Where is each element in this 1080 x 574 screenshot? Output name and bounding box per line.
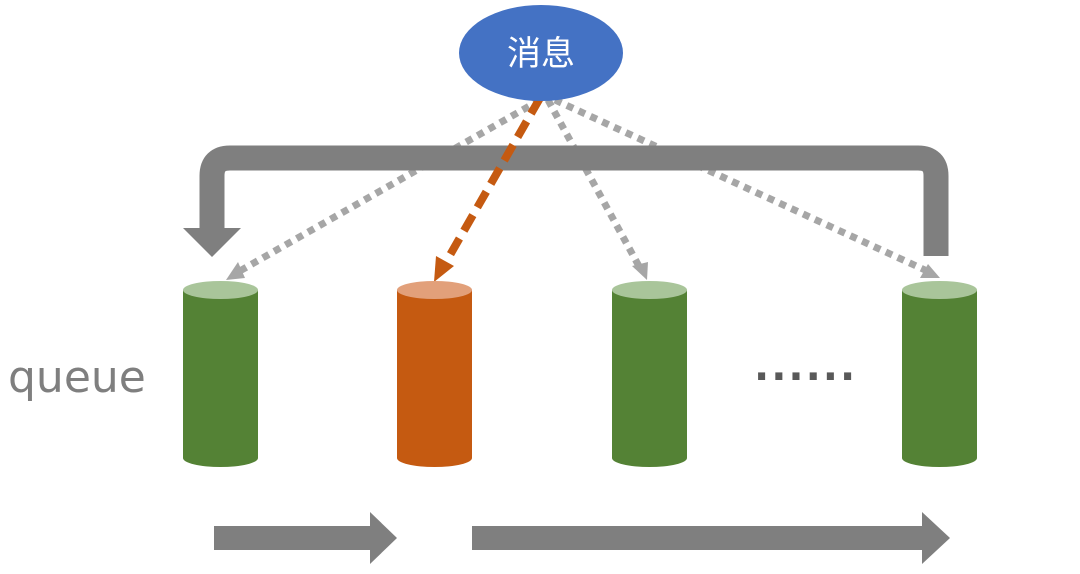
queue-4: [902, 281, 977, 467]
dotted-arrow-to-queue-4: [553, 96, 940, 278]
selected-arrow-to-queue-2: [434, 96, 544, 282]
queue-3: [612, 281, 687, 467]
more-queues-ellipsis: ......: [754, 344, 857, 390]
message-label: 消息: [507, 34, 575, 74]
queue-2-selected: [397, 281, 472, 467]
dotted-arrow-to-queue-3: [544, 98, 648, 280]
dotted-arrow-to-queue-1: [226, 96, 542, 280]
direction-arrow-long: [472, 512, 950, 564]
loop-arrow: [183, 145, 949, 257]
queue-label: queue: [8, 352, 146, 403]
direction-arrow-short: [214, 512, 397, 564]
message-node: 消息: [459, 5, 623, 101]
queue-1: [183, 281, 258, 467]
